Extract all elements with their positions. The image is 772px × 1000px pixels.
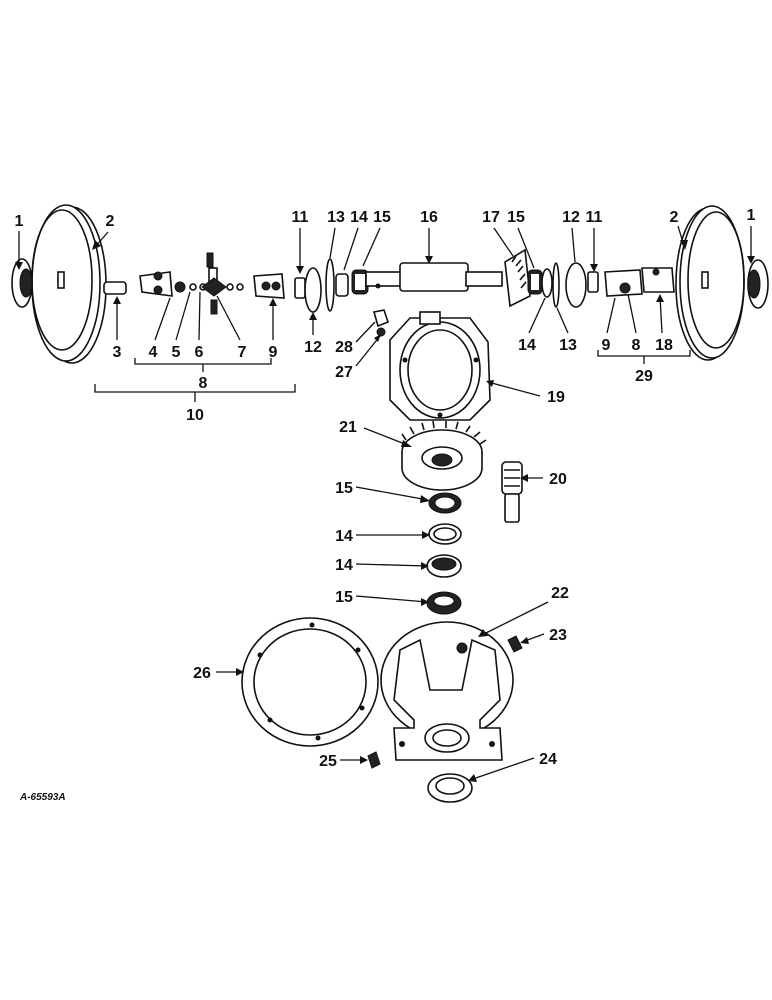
bearing-15-upper	[428, 492, 462, 514]
callout-16: 16	[420, 209, 438, 226]
gear-housing-19	[389, 311, 491, 421]
callout-23: 23	[549, 627, 567, 644]
seal-24	[427, 773, 473, 803]
callout-12-left: 12	[304, 339, 322, 356]
ring-gear-21	[401, 420, 487, 491]
part-14-left	[335, 273, 349, 297]
bearing-15-lower	[426, 591, 462, 615]
callout-8-right: 8	[632, 337, 641, 354]
callout-4: 4	[149, 344, 158, 361]
callout-14-lower: 14	[335, 557, 353, 574]
callout-14-right: 14	[518, 337, 536, 354]
callout-7: 7	[238, 344, 247, 361]
callout-14-upper: 14	[335, 528, 353, 545]
part-11-left	[294, 277, 306, 299]
callout-2-right: 2	[670, 209, 679, 226]
part-12-left	[304, 267, 322, 313]
part-13-left	[325, 258, 335, 312]
callout-5: 5	[172, 344, 181, 361]
callout-29-group: 29	[635, 368, 653, 385]
callout-9-right: 9	[602, 337, 611, 354]
callout-22: 22	[551, 585, 569, 602]
callout-21: 21	[339, 419, 357, 436]
bevel-gear-17	[504, 248, 531, 308]
callout-12-right: 12	[562, 209, 580, 226]
right-universal-joint	[604, 267, 675, 297]
callout-3: 3	[113, 344, 122, 361]
callout-1-left: 1	[15, 213, 24, 230]
callout-15-upper: 15	[335, 480, 353, 497]
gasket-26	[241, 617, 379, 747]
callout-14-left: 14	[350, 209, 368, 226]
race-14-lower	[426, 554, 462, 578]
callout-19: 19	[547, 389, 565, 406]
callout-28: 28	[335, 339, 353, 356]
callout-11-left: 11	[292, 209, 309, 226]
callout-15-left: 15	[373, 209, 391, 226]
gear-case-22	[380, 621, 514, 761]
shaft-16	[365, 262, 503, 292]
bearing-15-right	[527, 269, 543, 295]
callout-17: 17	[482, 209, 500, 226]
left-sleeve	[103, 281, 127, 295]
left-hub	[11, 258, 33, 308]
callout-20: 20	[549, 471, 567, 488]
callout-6: 6	[195, 344, 204, 361]
callout-26: 26	[193, 665, 211, 682]
plug-25	[367, 751, 381, 769]
right-pulley	[675, 205, 745, 361]
left-universal-joint	[139, 252, 285, 315]
right-hub	[747, 259, 769, 309]
callout-9-left: 9	[269, 344, 278, 361]
left-pulley	[31, 204, 107, 364]
part-11-right	[587, 271, 599, 293]
callout-1-right: 1	[747, 207, 756, 224]
grease-fitting-28	[372, 309, 389, 337]
callout-11-right: 11	[586, 209, 603, 226]
callout-24: 24	[539, 751, 557, 768]
plug-23	[507, 635, 523, 653]
part-14-right	[541, 268, 553, 298]
part-12-right	[565, 262, 587, 308]
callout-labels: 1 2 3 4 5 6 7 9 8 10 11 12 13 14 15 16 2…	[15, 207, 756, 803]
leader-lines	[15, 225, 755, 782]
callout-15-lower: 15	[335, 589, 353, 606]
callout-2-left: 2	[106, 213, 115, 230]
callout-27: 27	[335, 364, 353, 381]
callout-18: 18	[655, 337, 673, 354]
part-13-right	[552, 262, 560, 308]
callout-13-right: 13	[559, 337, 577, 354]
callout-10-group: 10	[186, 407, 204, 424]
document-code: A-65593A	[19, 792, 66, 803]
callout-25: 25	[319, 753, 337, 770]
race-14-upper	[428, 523, 462, 545]
callout-13-left: 13	[327, 209, 345, 226]
callout-15-right: 15	[507, 209, 525, 226]
callout-8-group: 8	[199, 375, 208, 392]
pinion-shaft-20	[501, 461, 523, 523]
